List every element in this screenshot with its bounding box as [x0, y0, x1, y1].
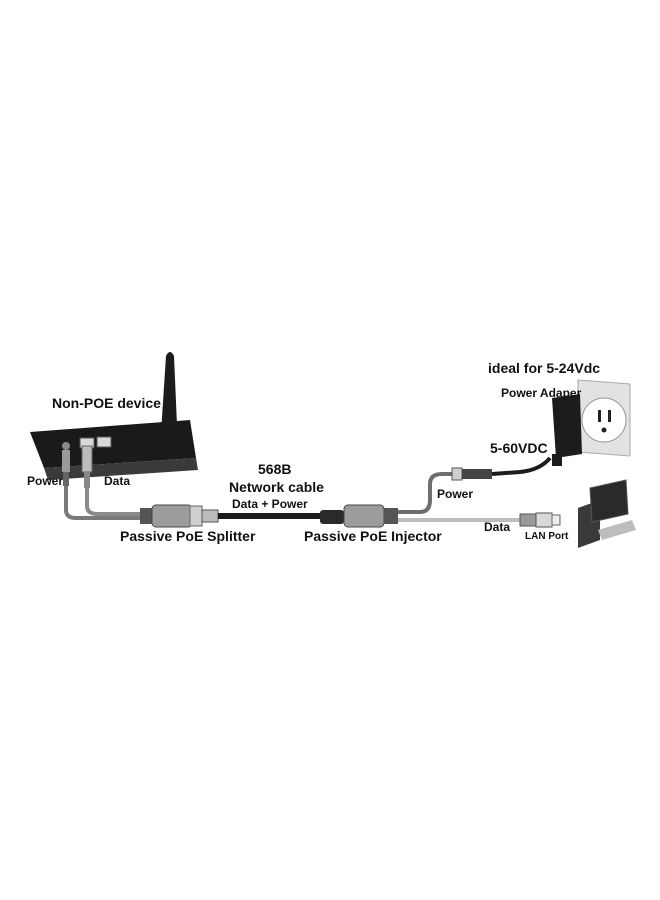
standard-label: 568B	[258, 461, 291, 477]
splitter-label: Passive PoE Splitter	[120, 528, 256, 544]
data-right-label: Data	[484, 520, 510, 534]
injector-data-cable	[398, 512, 561, 528]
data-power-label: Data + Power	[232, 497, 308, 511]
router-cables	[62, 445, 148, 520]
device-label: Non-POE device	[52, 395, 161, 411]
ideal-label: ideal for 5-24Vdc	[488, 360, 600, 376]
injector-power-cable	[398, 456, 552, 514]
power-right-label: Power	[437, 487, 473, 501]
computer-icon	[578, 479, 636, 548]
wall-outlet-icon	[577, 379, 631, 457]
power-adapter	[552, 394, 582, 466]
network-cable-label: Network cable	[229, 479, 324, 495]
lan-port-label: LAN Port	[525, 531, 569, 542]
power-left-label: Power	[27, 474, 63, 488]
poe-injector	[320, 504, 398, 528]
poe-splitter	[140, 504, 219, 528]
voltage-label: 5-60VDC	[490, 440, 548, 456]
data-left-label: Data	[104, 474, 130, 488]
adapter-label: Power Adaper	[501, 386, 582, 400]
router-icon	[30, 352, 198, 480]
injector-label: Passive PoE Injector	[304, 528, 442, 544]
